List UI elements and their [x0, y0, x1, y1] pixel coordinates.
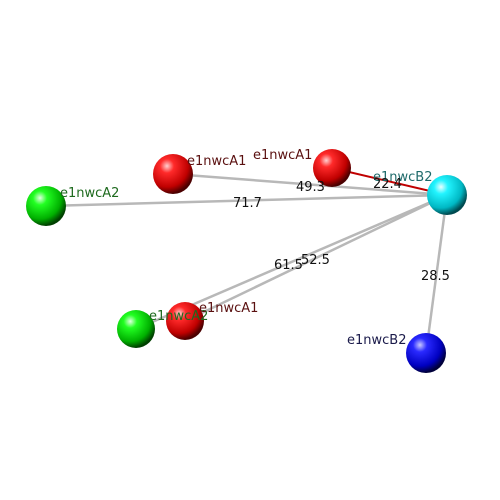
atom-layer	[26, 149, 467, 373]
atom-cyan[interactable]	[427, 175, 467, 215]
atom-label-redB: e1nwcA1	[253, 148, 312, 163]
bond-cyan-redC	[184, 193, 448, 323]
distance-label-cyan-redA: 49.3	[296, 180, 325, 195]
bond-cyan-redA	[172, 172, 448, 197]
atom-label-cyan: e1nwcB2	[373, 170, 432, 185]
distance-label-cyan-blue: 28.5	[421, 269, 450, 284]
atom-label-blue: e1nwcB2	[347, 333, 406, 348]
bond-layer	[45, 167, 449, 354]
atom-label-redA: e1nwcA1	[187, 154, 246, 169]
atom-label-redC: e1nwcA1	[199, 301, 258, 316]
atom-redA[interactable]	[153, 154, 193, 194]
atom-label-greenB: e1nwcA2	[149, 309, 208, 324]
label-layer: e1nwcA2 e1nwcA1 e1nwcA1 e1nwcB2 e1nwcA2 …	[60, 148, 432, 348]
distance-label-cyan-greenB: 61.5	[274, 258, 303, 273]
atom-greenB[interactable]	[117, 310, 155, 348]
atom-redC[interactable]	[166, 302, 204, 340]
bond-cyan-greenA	[45, 193, 448, 208]
distance-label-layer: 22.4 49.3 71.7 52.5 61.5 28.5	[233, 177, 450, 284]
distance-label-cyan-redC: 52.5	[301, 253, 330, 268]
distance-label-cyan-redB: 22.4	[373, 177, 402, 192]
atom-label-greenA: e1nwcA2	[60, 186, 119, 201]
atom-blue[interactable]	[406, 333, 446, 373]
bond-cyan-blue	[424, 194, 449, 354]
atom-redB[interactable]	[313, 149, 351, 187]
atom-greenA[interactable]	[26, 186, 66, 226]
distance-label-cyan-greenA: 71.7	[233, 196, 262, 211]
